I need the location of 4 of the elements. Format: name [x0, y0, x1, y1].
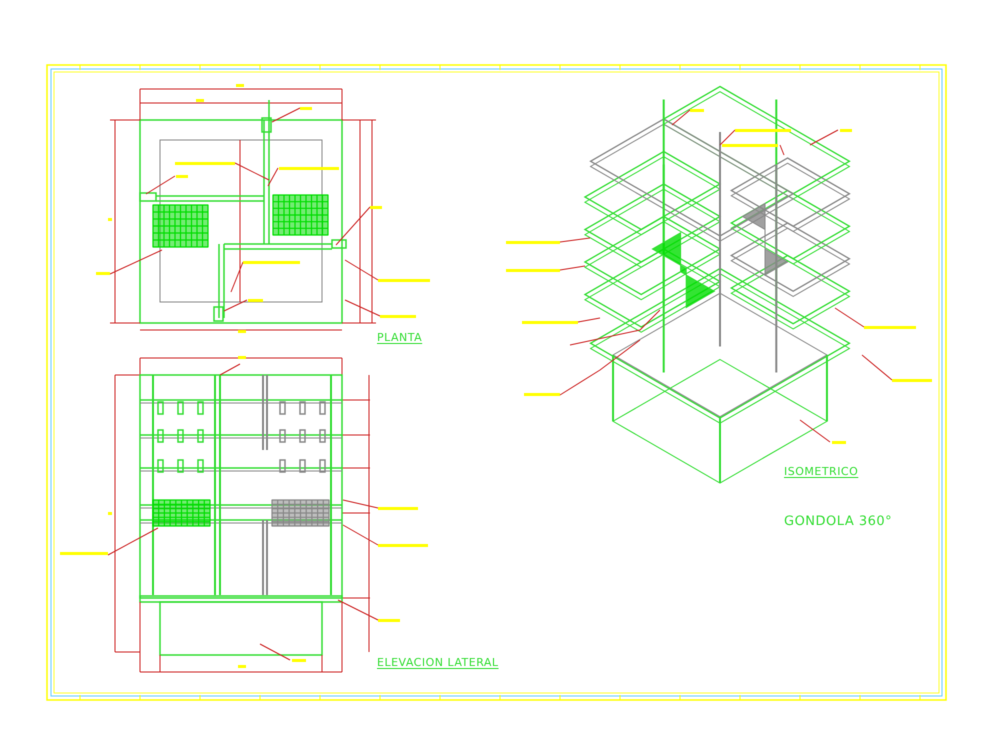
- view-title: ELEVACION LATERAL: [377, 656, 499, 669]
- drawing-title: GONDOLA 360°: [784, 514, 892, 529]
- view-title: ISOMETRICO: [784, 465, 858, 478]
- view-title: PLANTA: [377, 331, 422, 344]
